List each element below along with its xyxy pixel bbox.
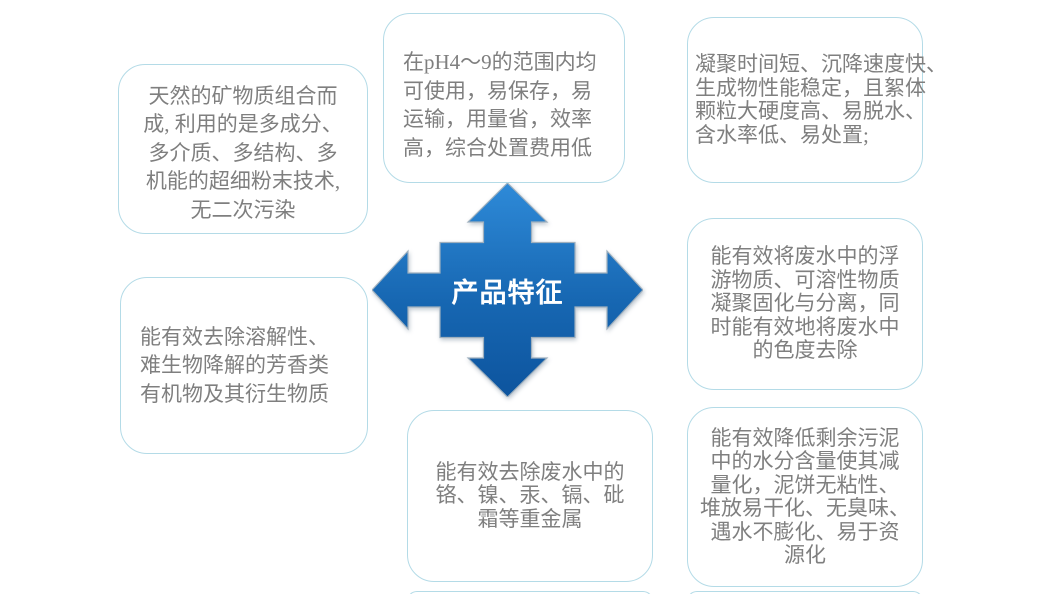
- feature-text: 能有效去除溶解性、 难生物降解的芳香类 有机物及其衍生物质: [140, 324, 329, 406]
- feature-box-bottom-right: 能有效降低剩余污泥 中的水分含量使其减 量化，泥饼无粘性、 堆放易干化、无臭味、…: [687, 407, 923, 587]
- feature-text: 在pH4～9的范围内均 可使用，易保存，易 运输，用量省，效率 高，综合处置费用…: [403, 50, 597, 160]
- feature-text: 能有效降低剩余污泥 中的水分含量使其减 量化，泥饼无粘性、 堆放易干化、无臭味、…: [700, 425, 910, 567]
- quad-arrow-shape: [372, 183, 643, 397]
- feature-box-middle-left: 能有效去除溶解性、 难生物降解的芳香类 有机物及其衍生物质: [120, 277, 368, 454]
- quad-arrow-polygon: [372, 183, 643, 397]
- feature-box-top-right: 凝聚时间短、沉降速度快、 生成物性能稳定，且絮体 颗粒大硬度高、易脱水、 含水率…: [687, 17, 947, 183]
- feature-text: 凝聚时间短、沉降速度快、 生成物性能稳定，且絮体 颗粒大硬度高、易脱水、 含水率…: [695, 52, 947, 147]
- feature-text: 天然的矿物质组合而 成, 利用的是多成分、 多介质、多结构、多 机能的超细粉末技…: [143, 83, 343, 222]
- feature-box-top-left: 天然的矿物质组合而 成, 利用的是多成分、 多介质、多结构、多 机能的超细粉末技…: [118, 64, 368, 234]
- feature-text: 能有效将废水中的浮 游物质、可溶性物质 凝聚固化与分离，同 时能有效地将废水中 …: [710, 244, 900, 363]
- feature-box-bottom-center: 能有效去除废水中的 铬、镍、汞、镉、砒 霜等重金属: [407, 410, 653, 582]
- feature-box-top-center: 在pH4～9的范围内均 可使用，易保存，易 运输，用量省，效率 高，综合处置费用…: [383, 13, 625, 183]
- feature-box-middle-right: 能有效将废水中的浮 游物质、可溶性物质 凝聚固化与分离，同 时能有效地将废水中 …: [687, 218, 923, 390]
- feature-text: 能有效去除废水中的 铬、镍、汞、镉、砒 霜等重金属: [435, 459, 625, 531]
